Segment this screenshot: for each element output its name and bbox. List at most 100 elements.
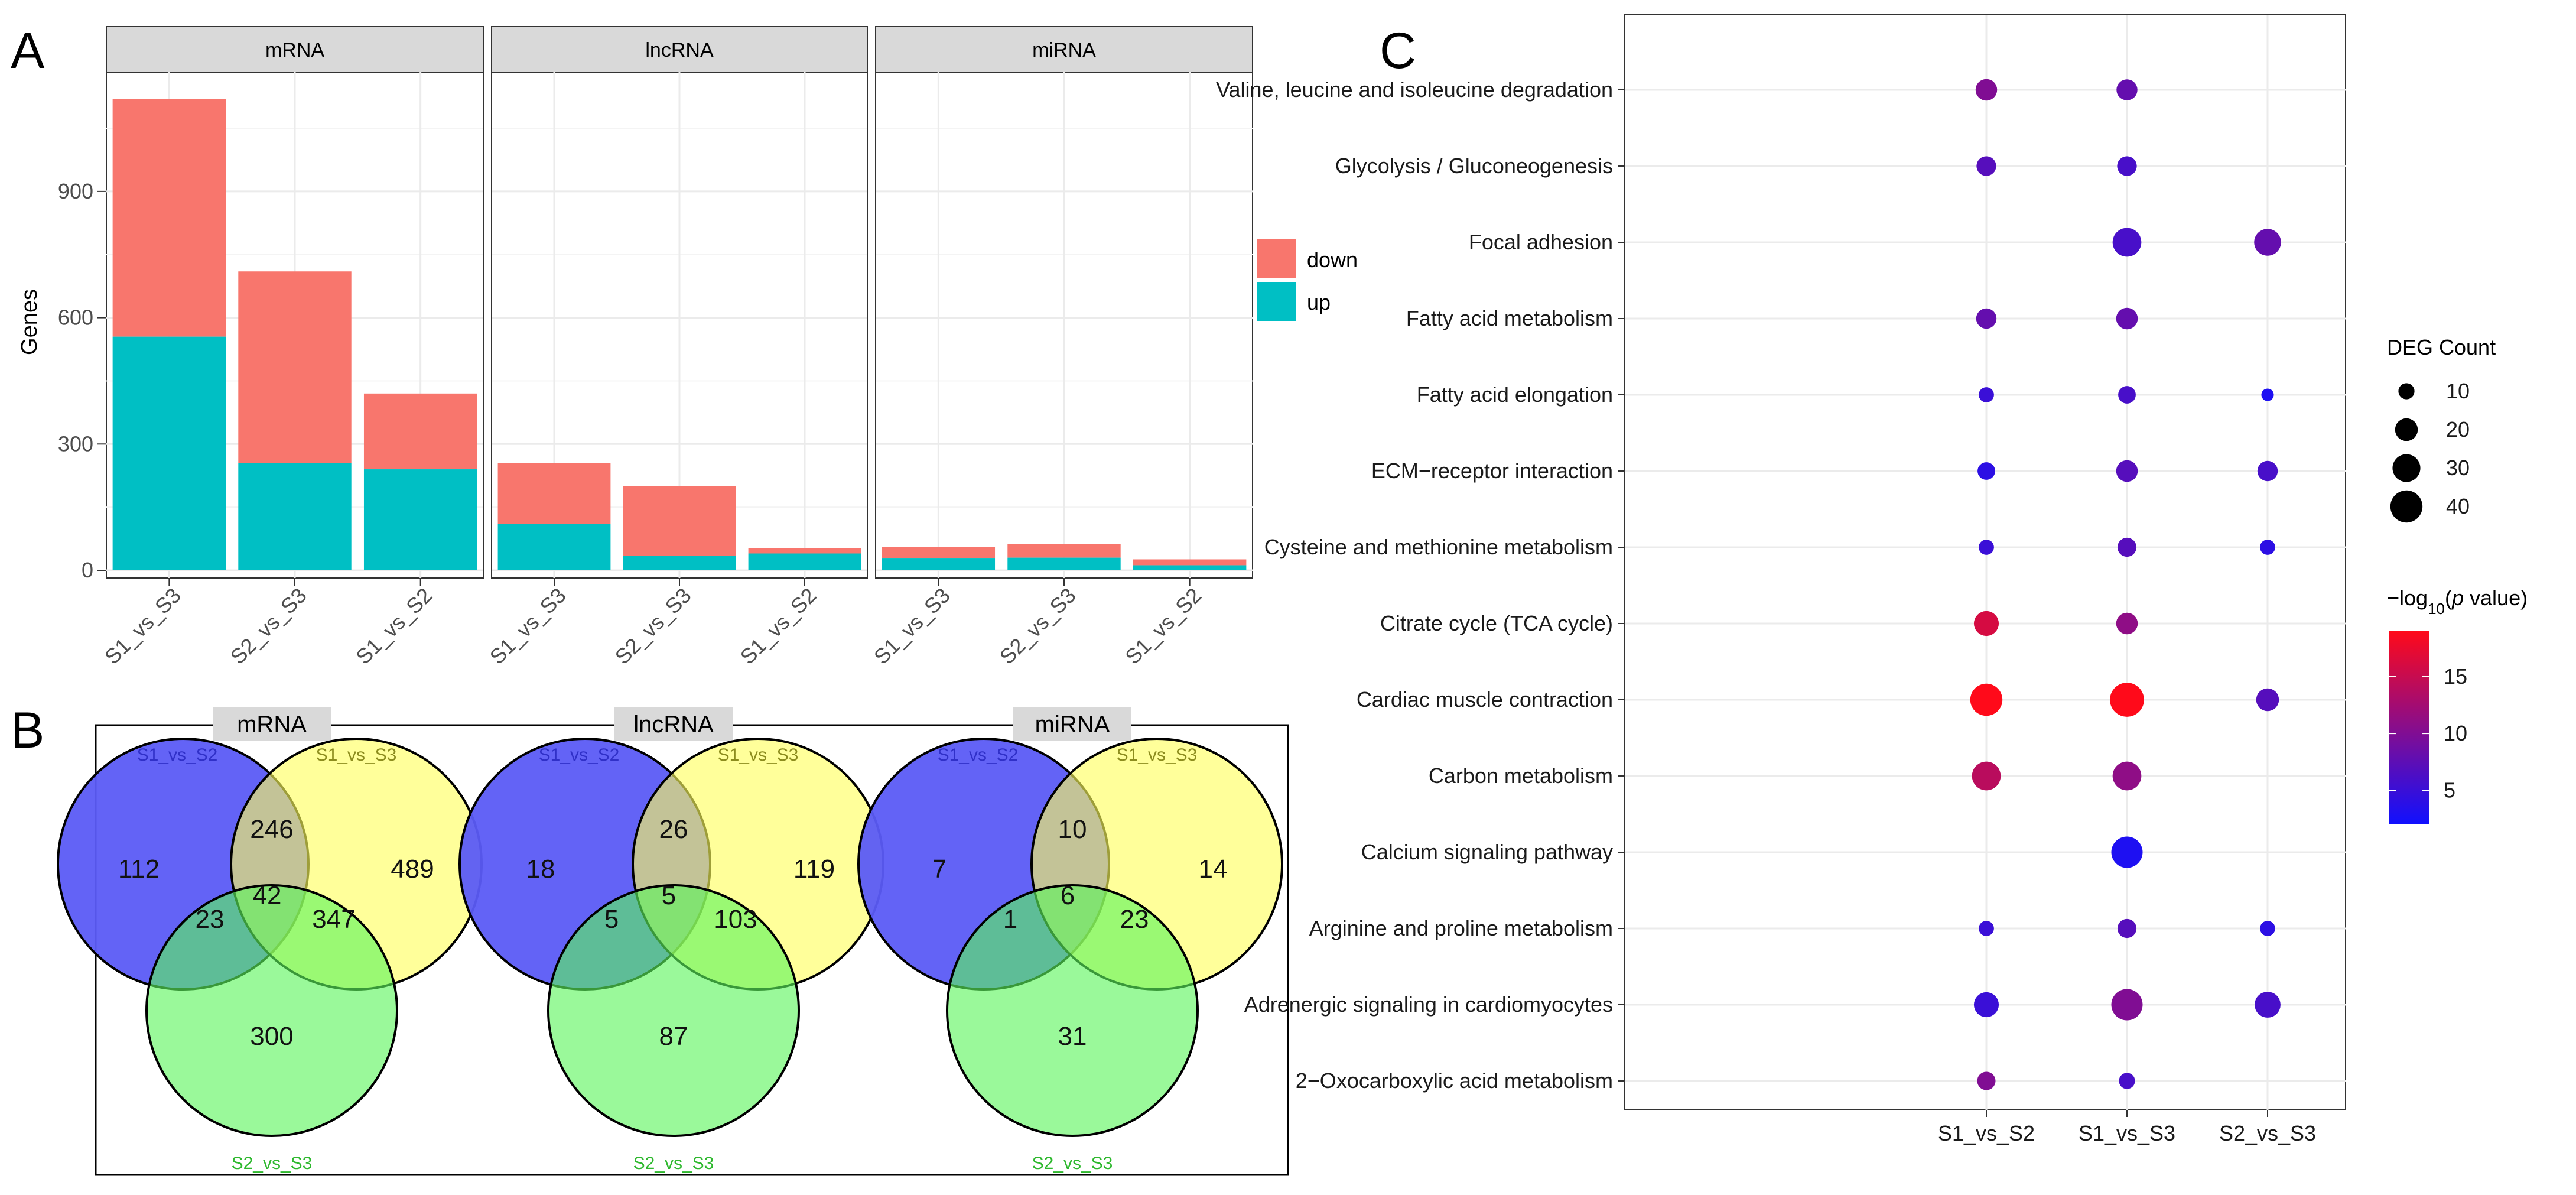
y-tick-label: Fatty acid elongation	[1417, 382, 1613, 407]
venn-count-s1s3-s2s3: 23	[1120, 905, 1149, 934]
dot	[1977, 1071, 1996, 1090]
size-legend-label: 20	[2446, 417, 2470, 441]
venn-set-label: S1_vs_S3	[718, 745, 799, 765]
venn-count-only-s1s2: 112	[118, 855, 160, 884]
venn-set-label: S1_vs_S3	[1117, 745, 1198, 765]
dot	[2110, 683, 2144, 717]
venn-set-label: S1_vs_S2	[137, 745, 218, 765]
size-legend-title: DEG Count	[2387, 335, 2496, 359]
dot	[1977, 462, 1995, 480]
venn-count-only-s1s3: 14	[1199, 855, 1228, 884]
venn-set-label: S1_vs_S2	[938, 745, 1019, 765]
x-tick-label: S1_vs_S2	[351, 583, 437, 669]
x-tick-label: S2_vs_S3	[226, 583, 311, 669]
y-tick-label: Fatty acid metabolism	[1406, 306, 1613, 330]
x-tick-label: S1_vs_S3	[869, 583, 955, 669]
y-tick-label: Arginine and proline metabolism	[1309, 916, 1613, 940]
colorbar	[2389, 631, 2429, 824]
plot-border	[1624, 14, 2346, 1110]
size-legend-dot	[2398, 383, 2415, 400]
bar-up	[238, 463, 352, 570]
venn-count-only-s2s3: 87	[659, 1022, 688, 1051]
plot-area: Valine, leucine and isoleucine degradati…	[1216, 14, 2346, 1145]
dot	[2257, 460, 2278, 482]
dot	[2119, 1073, 2135, 1089]
dot	[2255, 992, 2281, 1018]
dot	[1973, 611, 1999, 637]
venn-count-s1s2-s2s3: 23	[196, 905, 225, 934]
dot	[2111, 836, 2143, 868]
facet-strip-label: mRNA	[265, 39, 324, 61]
bar-down	[623, 486, 736, 556]
y-tick-label: Carbon metabolism	[1429, 764, 1613, 788]
dot	[1972, 761, 2001, 791]
x-tick-label: S1_vs_S2	[736, 583, 821, 669]
bar-down	[1007, 544, 1121, 558]
dot	[2117, 156, 2137, 176]
facet-strip	[491, 26, 868, 73]
dot	[2256, 688, 2279, 712]
bar-down	[497, 463, 611, 524]
x-tick-label: S1_vs_S3	[2079, 1121, 2175, 1145]
facet-strip-label: lncRNA	[645, 39, 714, 61]
venn-count-only-s1s2: 7	[932, 855, 947, 884]
panel-label-b: B	[11, 702, 44, 759]
dot	[2260, 540, 2275, 555]
bar-down	[238, 271, 352, 463]
y-tick-label: 600	[58, 306, 93, 330]
venn-set-label: S2_vs_S3	[1032, 1154, 1113, 1173]
y-tick-label: Cysteine and methionine metabolism	[1264, 535, 1613, 559]
bar-down	[363, 393, 477, 470]
legend-key-up	[1257, 282, 1296, 321]
dot	[2111, 989, 2143, 1021]
y-tick-label: Calcium signaling pathway	[1361, 840, 1613, 864]
bar-down	[112, 99, 226, 337]
y-tick-label: Valine, leucine and isoleucine degradati…	[1216, 77, 1613, 102]
panel-c-dot-plot: Valine, leucine and isoleucine degradati…	[1216, 14, 2528, 1145]
venn-circle-s2s3	[145, 884, 398, 1137]
facets: mRNA S1_vs_S3 S2_vs_S3 S1_vs_S2 lncRNA S1_vs_…	[100, 26, 1253, 669]
venn-count-all: 5	[662, 881, 676, 910]
x-tick-label: S1_vs_S3	[485, 583, 571, 669]
size-legend-dot	[2395, 418, 2418, 441]
bar-down	[882, 547, 996, 559]
venn-count-only-s2s3: 300	[250, 1022, 293, 1051]
venn-count-s1s2-s1s3: 10	[1058, 815, 1087, 844]
dot	[1975, 79, 1998, 101]
facet-strip	[106, 26, 484, 73]
y-tick-label: 300	[58, 431, 93, 456]
y-tick-label: 2−Oxocarboxylic acid metabolism	[1296, 1069, 1613, 1093]
legend-label-down: down	[1307, 248, 1358, 272]
size-legend-dot	[2390, 490, 2423, 523]
facet-strip	[875, 26, 1253, 73]
bar-up	[882, 558, 996, 570]
dot	[1973, 992, 1999, 1018]
dot	[2112, 761, 2142, 791]
dot	[2116, 460, 2138, 482]
bar-up	[623, 556, 736, 570]
bar-up	[363, 469, 477, 570]
venn-count-only-s2s3: 31	[1058, 1022, 1087, 1051]
bar-down	[748, 548, 861, 554]
venn-count-s1s2-s1s3: 246	[250, 815, 293, 844]
dot	[2116, 307, 2138, 330]
venn-title-box	[213, 707, 331, 741]
venn-count-only-s1s3: 489	[391, 855, 434, 884]
y-tick-label: Citrate cycle (TCA cycle)	[1380, 611, 1613, 635]
dot	[2116, 612, 2138, 635]
venn-set-label: S2_vs_S3	[633, 1154, 714, 1173]
y-tick-label: Focal adhesion	[1469, 230, 1613, 254]
bar-up	[1007, 557, 1121, 570]
venn-title: lncRNA	[633, 712, 714, 738]
panel-label-c: C	[1380, 22, 1416, 79]
